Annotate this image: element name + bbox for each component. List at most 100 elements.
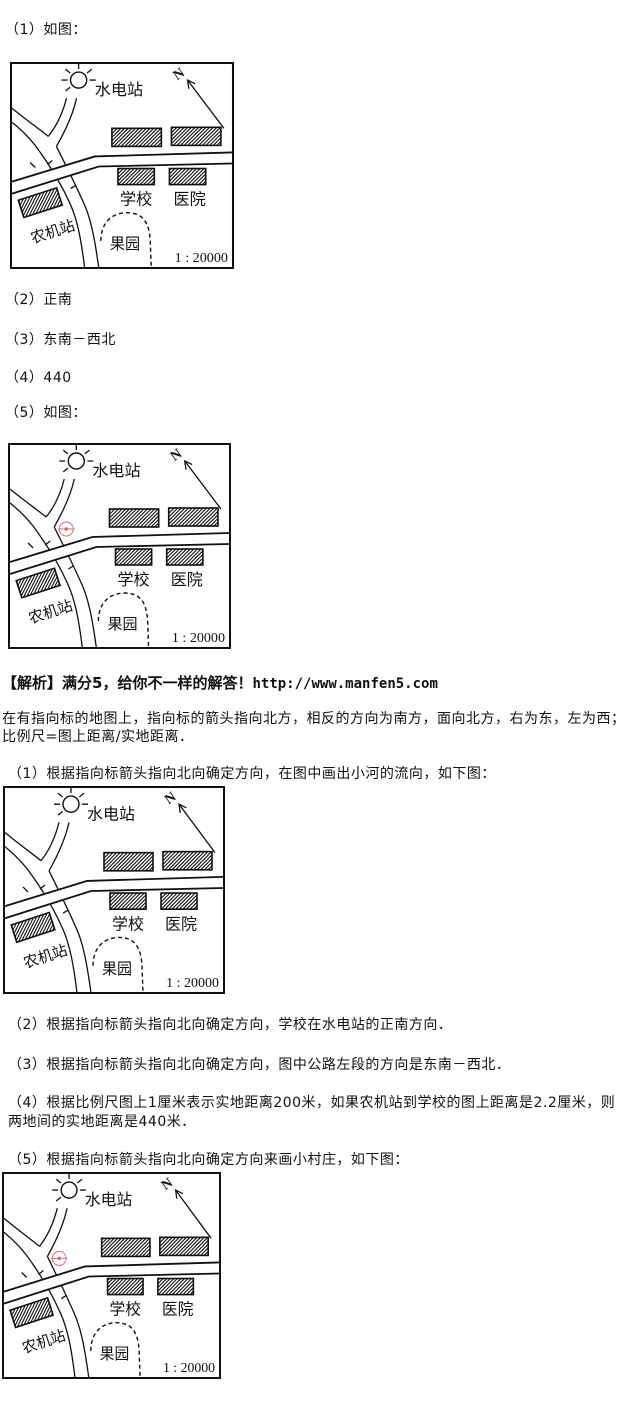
north-arrow-head [186,78,196,89]
orchard-boundary [90,1322,141,1379]
school-building [117,167,156,186]
flow-tick [27,540,74,570]
building-hatching [159,1236,209,1256]
building-hatching [109,508,160,528]
map-scale: 1 : 20000 [166,975,219,991]
river-bank [32,876,78,994]
building-hatching [18,188,63,218]
map-drawing: 水电站N学校医院农机站果园1 : 20000 [10,62,234,269]
orchard-label: 果园 [102,960,132,978]
north-arrow-head [183,459,193,470]
analysis-intro: 在有指向标的地图上，指向标的箭头指向北方，相反的方向为南方，面向北方，右为东，左… [2,711,626,745]
river-bank [4,846,34,878]
river-bank [55,98,78,147]
road-edge [3,1261,220,1293]
map-scale: 1 : 20000 [172,630,225,646]
road-surface [5,876,223,919]
road-edge [11,151,233,183]
sun-rays [52,1173,86,1202]
sun-circle [67,452,86,470]
hospital-label: 医院 [173,190,205,209]
river-bank [37,532,83,649]
river-bank [38,1208,58,1247]
analysis-step-4: （4）根据比例尺图上1厘米表示实地距离200米，如果农机站到学校的图上距离是2.… [8,1095,616,1130]
hospital-building [165,548,204,566]
map-drawing: 水电站N学校医院农机站果园1 : 20000 [2,1172,221,1379]
flow-tick [21,1269,67,1300]
answer-3: （3）东南－西北 [5,332,116,348]
analysis-step-2: （2）根据指向标箭头指向北向确定方向，学校在水电站的正南方向． [8,1017,453,1033]
analysis-label: 【解析】 [2,674,63,692]
north-arrow-icon [183,459,222,510]
power-station-sun-icon [52,1173,86,1202]
road [11,151,233,195]
analysis-step-5: （5）根据指向标箭头指向北向确定方向来画小村庄，如下图： [8,1152,409,1168]
river-bank [48,822,70,872]
power-station-sun-icon [59,444,94,473]
north-arrow-head [178,803,187,813]
school-building [106,1277,144,1296]
building-top-left [103,851,154,872]
building-top-left [108,508,160,528]
school-label: 学校 [120,190,152,209]
building-top-left [100,1237,151,1258]
river-bank [11,107,49,137]
river-bank [4,831,42,862]
building-hatching [103,852,154,872]
analysis-tagline: 满分5，给你不一样的解答！ [62,674,253,692]
analysis-step-1: （1）根据指向标箭头指向北向确定方向，在图中画出小河的流向，如下图： [8,766,496,782]
road-edge [3,1272,220,1305]
orchard-label: 果园 [110,235,140,253]
building-hatching [16,568,60,598]
orchard-boundary [97,592,150,649]
road [4,875,224,920]
school-label: 学校 [118,570,150,589]
river-bank [3,1217,40,1247]
north-arrow-icon [174,1188,212,1239]
answer-5: （5）如图： [5,405,87,421]
river-bank [53,526,98,649]
building-hatching [162,851,213,871]
flow-tick [22,884,69,914]
road [3,1261,220,1305]
road-edge [9,543,230,575]
hospital-building [160,892,198,910]
building-hatching [111,127,162,147]
sun-rays [54,787,88,816]
flow-tick [29,159,76,190]
farm-machinery-station-building [10,911,56,944]
power-station-label: 水电站 [92,461,140,480]
road-edge [11,162,233,195]
answer-1: （1）如图： [5,22,87,38]
building-hatching [10,1298,53,1328]
sun-rays [59,444,94,473]
analysis-url: http://www.manfen5.com [252,676,438,692]
orchard-boundary [100,212,152,269]
sun-circle [69,71,88,89]
river-bank [40,822,60,862]
river-bank [55,146,100,269]
building-hatching [115,548,153,566]
hospital-building [168,167,207,186]
building-hatching [101,1237,151,1257]
building-top-right [167,507,219,527]
sun-circle [62,795,80,813]
school-label: 学校 [110,1300,142,1319]
village-marker [58,521,75,537]
hospital-building [157,1277,195,1296]
hospital-label: 医院 [162,1300,194,1319]
river [11,98,100,269]
power-station-label: 水电站 [95,80,143,99]
building-hatching [166,548,204,566]
farm-machinery-station-building [17,186,64,219]
north-arrow-shaft [175,1189,212,1239]
building-hatching [160,892,198,910]
power-station-sun-icon [61,63,96,92]
map-scale: 1 : 20000 [163,1361,215,1376]
river-bank [31,1262,76,1379]
analysis-heading: 【解析】满分5，给你不一样的解答！http://www.manfen5.com [2,674,438,693]
